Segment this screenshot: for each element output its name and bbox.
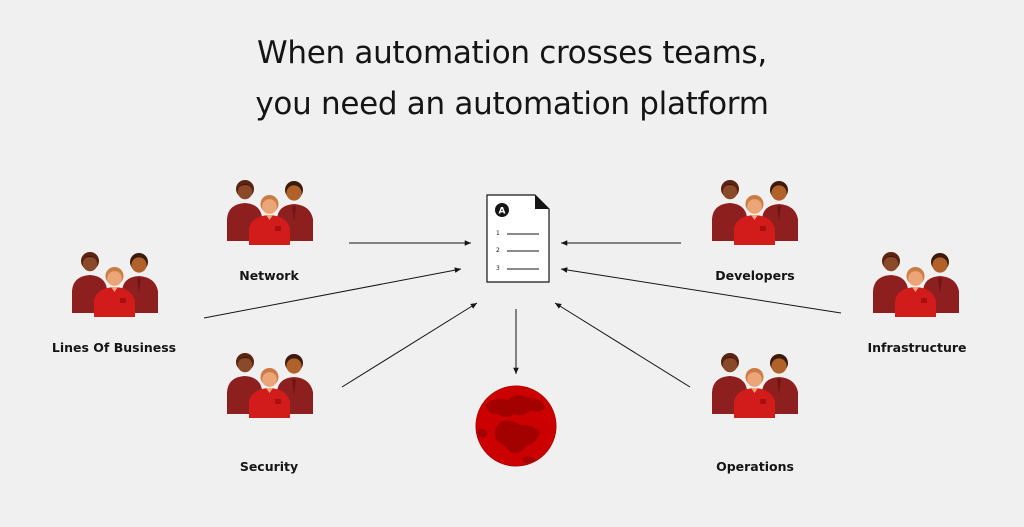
operations-team-icon <box>712 353 798 418</box>
security-team-icon <box>227 353 313 418</box>
label-security: Security <box>239 459 299 474</box>
arrow-infrastructure <box>560 267 842 314</box>
title-line-2: you need an automation platform <box>255 86 769 122</box>
playbook-line-1-number: 1 <box>496 230 500 237</box>
infrastructure-team-icon <box>873 252 959 317</box>
arrow-operations <box>554 302 691 388</box>
playbook-document-icon: A 1 2 3 <box>486 194 550 283</box>
playbook-line-3-number: 3 <box>496 265 500 272</box>
label-infrastructure: Infrastructure <box>867 340 967 355</box>
label-network: Network <box>239 268 299 283</box>
arrow-lines-of-business <box>203 267 462 319</box>
lines-of-business-team-icon <box>72 252 158 317</box>
label-developers: Developers <box>715 268 795 283</box>
label-operations: Operations <box>716 459 794 474</box>
ansible-badge: A <box>499 207 506 217</box>
globe-icon <box>475 385 557 467</box>
label-lines-of-business: Lines Of Business <box>51 340 177 355</box>
title-line-1: When automation crosses teams, <box>257 35 767 71</box>
network-team-icon <box>227 180 313 245</box>
playbook-line-2-number: 2 <box>496 247 500 254</box>
developers-team-icon <box>712 180 798 245</box>
arrow-security <box>341 302 478 388</box>
